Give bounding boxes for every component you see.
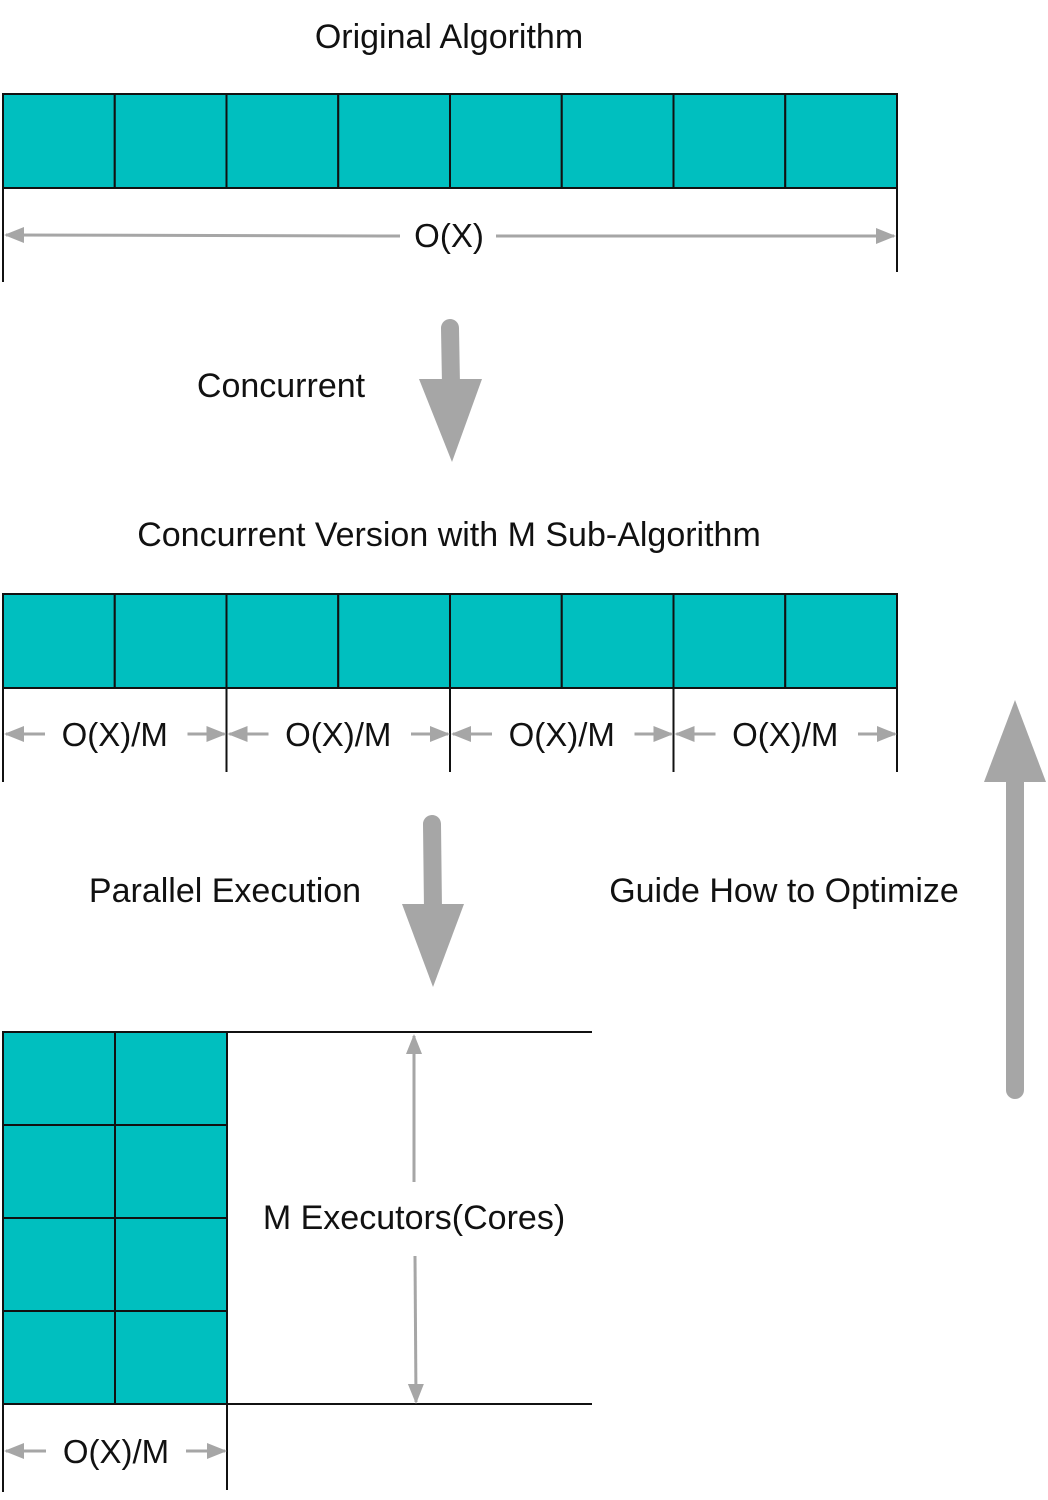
width-complexity-label: O(X)/M <box>63 1433 169 1470</box>
concurrent-version-cells <box>2 593 898 689</box>
algorithm-cell <box>225 93 340 189</box>
algorithm-cell <box>225 593 340 689</box>
down-arrow-icon <box>419 319 482 462</box>
algorithm-cell <box>560 93 675 189</box>
algorithm-cell <box>672 93 787 189</box>
algorithm-cell <box>2 593 116 689</box>
algorithm-cell <box>784 593 898 689</box>
up-arrow-icon <box>984 700 1046 1099</box>
down-arrow-icon <box>402 815 464 987</box>
algorithm-cell <box>337 593 451 689</box>
executor-cell <box>2 1217 116 1312</box>
executor-cell <box>2 1124 116 1219</box>
group-complexity-label: O(X)/M <box>732 716 838 753</box>
concurrent-step-label: Concurrent <box>197 367 366 405</box>
algorithm-cell <box>672 593 787 689</box>
concurrent-version-title: Concurrent Version with M Sub-Algorithm <box>137 516 761 554</box>
group-complexity-label: O(X)/M <box>285 716 391 753</box>
executor-grid <box>2 1031 228 1405</box>
executor-cell <box>2 1310 116 1405</box>
algorithm-cell <box>449 593 563 689</box>
group-complexity-label: O(X)/M <box>509 716 615 753</box>
algorithm-cell <box>449 93 563 189</box>
executor-cell <box>114 1310 228 1405</box>
parallel-execution-label: Parallel Execution <box>89 872 361 910</box>
algorithm-cell <box>560 593 675 689</box>
guide-optimize-label: Guide How to Optimize <box>609 872 959 910</box>
algorithm-cell <box>2 93 116 189</box>
executors-label: M Executors(Cores) <box>263 1199 565 1237</box>
original-algorithm-title: Original Algorithm <box>315 18 583 56</box>
original-algorithm-cells <box>2 93 898 189</box>
complexity-label: O(X) <box>414 217 484 254</box>
executor-cell <box>2 1031 116 1126</box>
executor-cell <box>114 1124 228 1219</box>
executor-cell <box>114 1217 228 1312</box>
group-complexity-label: O(X)/M <box>62 716 168 753</box>
algorithm-cell <box>113 93 228 189</box>
algorithm-cell <box>784 93 898 189</box>
executor-cell <box>114 1031 228 1126</box>
sub-algorithm-spans: O(X)/M O(X)/M O(X)/M O(X)/M <box>2 688 898 782</box>
height-arrow-down <box>407 1255 424 1404</box>
algorithm-cell <box>113 593 228 689</box>
span-arrow-left <box>4 227 401 244</box>
algorithm-cell <box>337 93 451 189</box>
